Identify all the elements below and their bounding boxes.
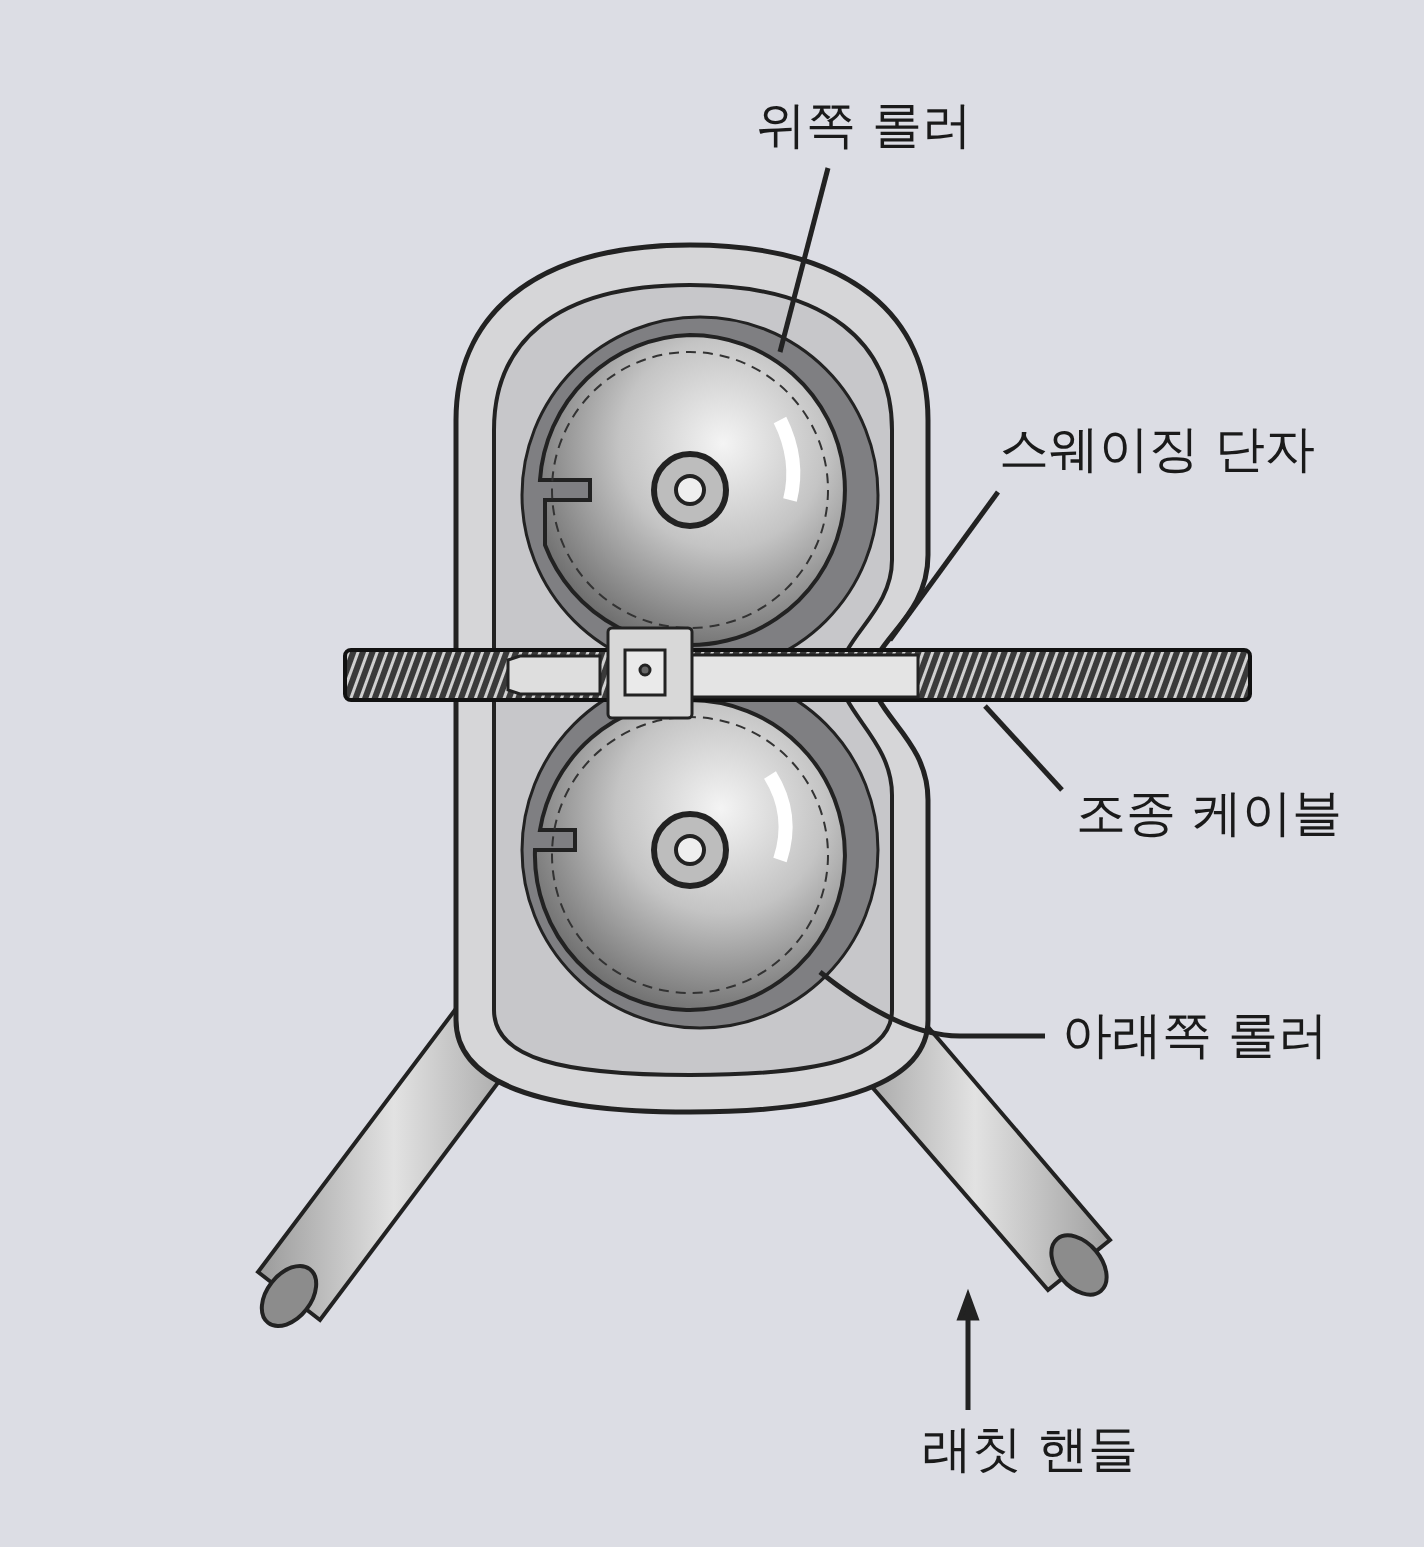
control-cable <box>345 650 1250 700</box>
part-label: 스웨이징 단자 <box>995 422 1319 477</box>
upper-roller <box>540 335 845 645</box>
lower-roller <box>535 700 845 1010</box>
tool-housing <box>456 245 928 1112</box>
leader-line <box>780 168 1062 1410</box>
part-label: 아래쪽 롤러 <box>1058 1008 1332 1063</box>
swaging-terminal <box>508 628 918 718</box>
part-label: 래칫 핸들 <box>918 1422 1142 1477</box>
part-label: 조종 케이블 <box>1072 786 1346 841</box>
part-label: 위쪽 롤러 <box>752 98 976 153</box>
